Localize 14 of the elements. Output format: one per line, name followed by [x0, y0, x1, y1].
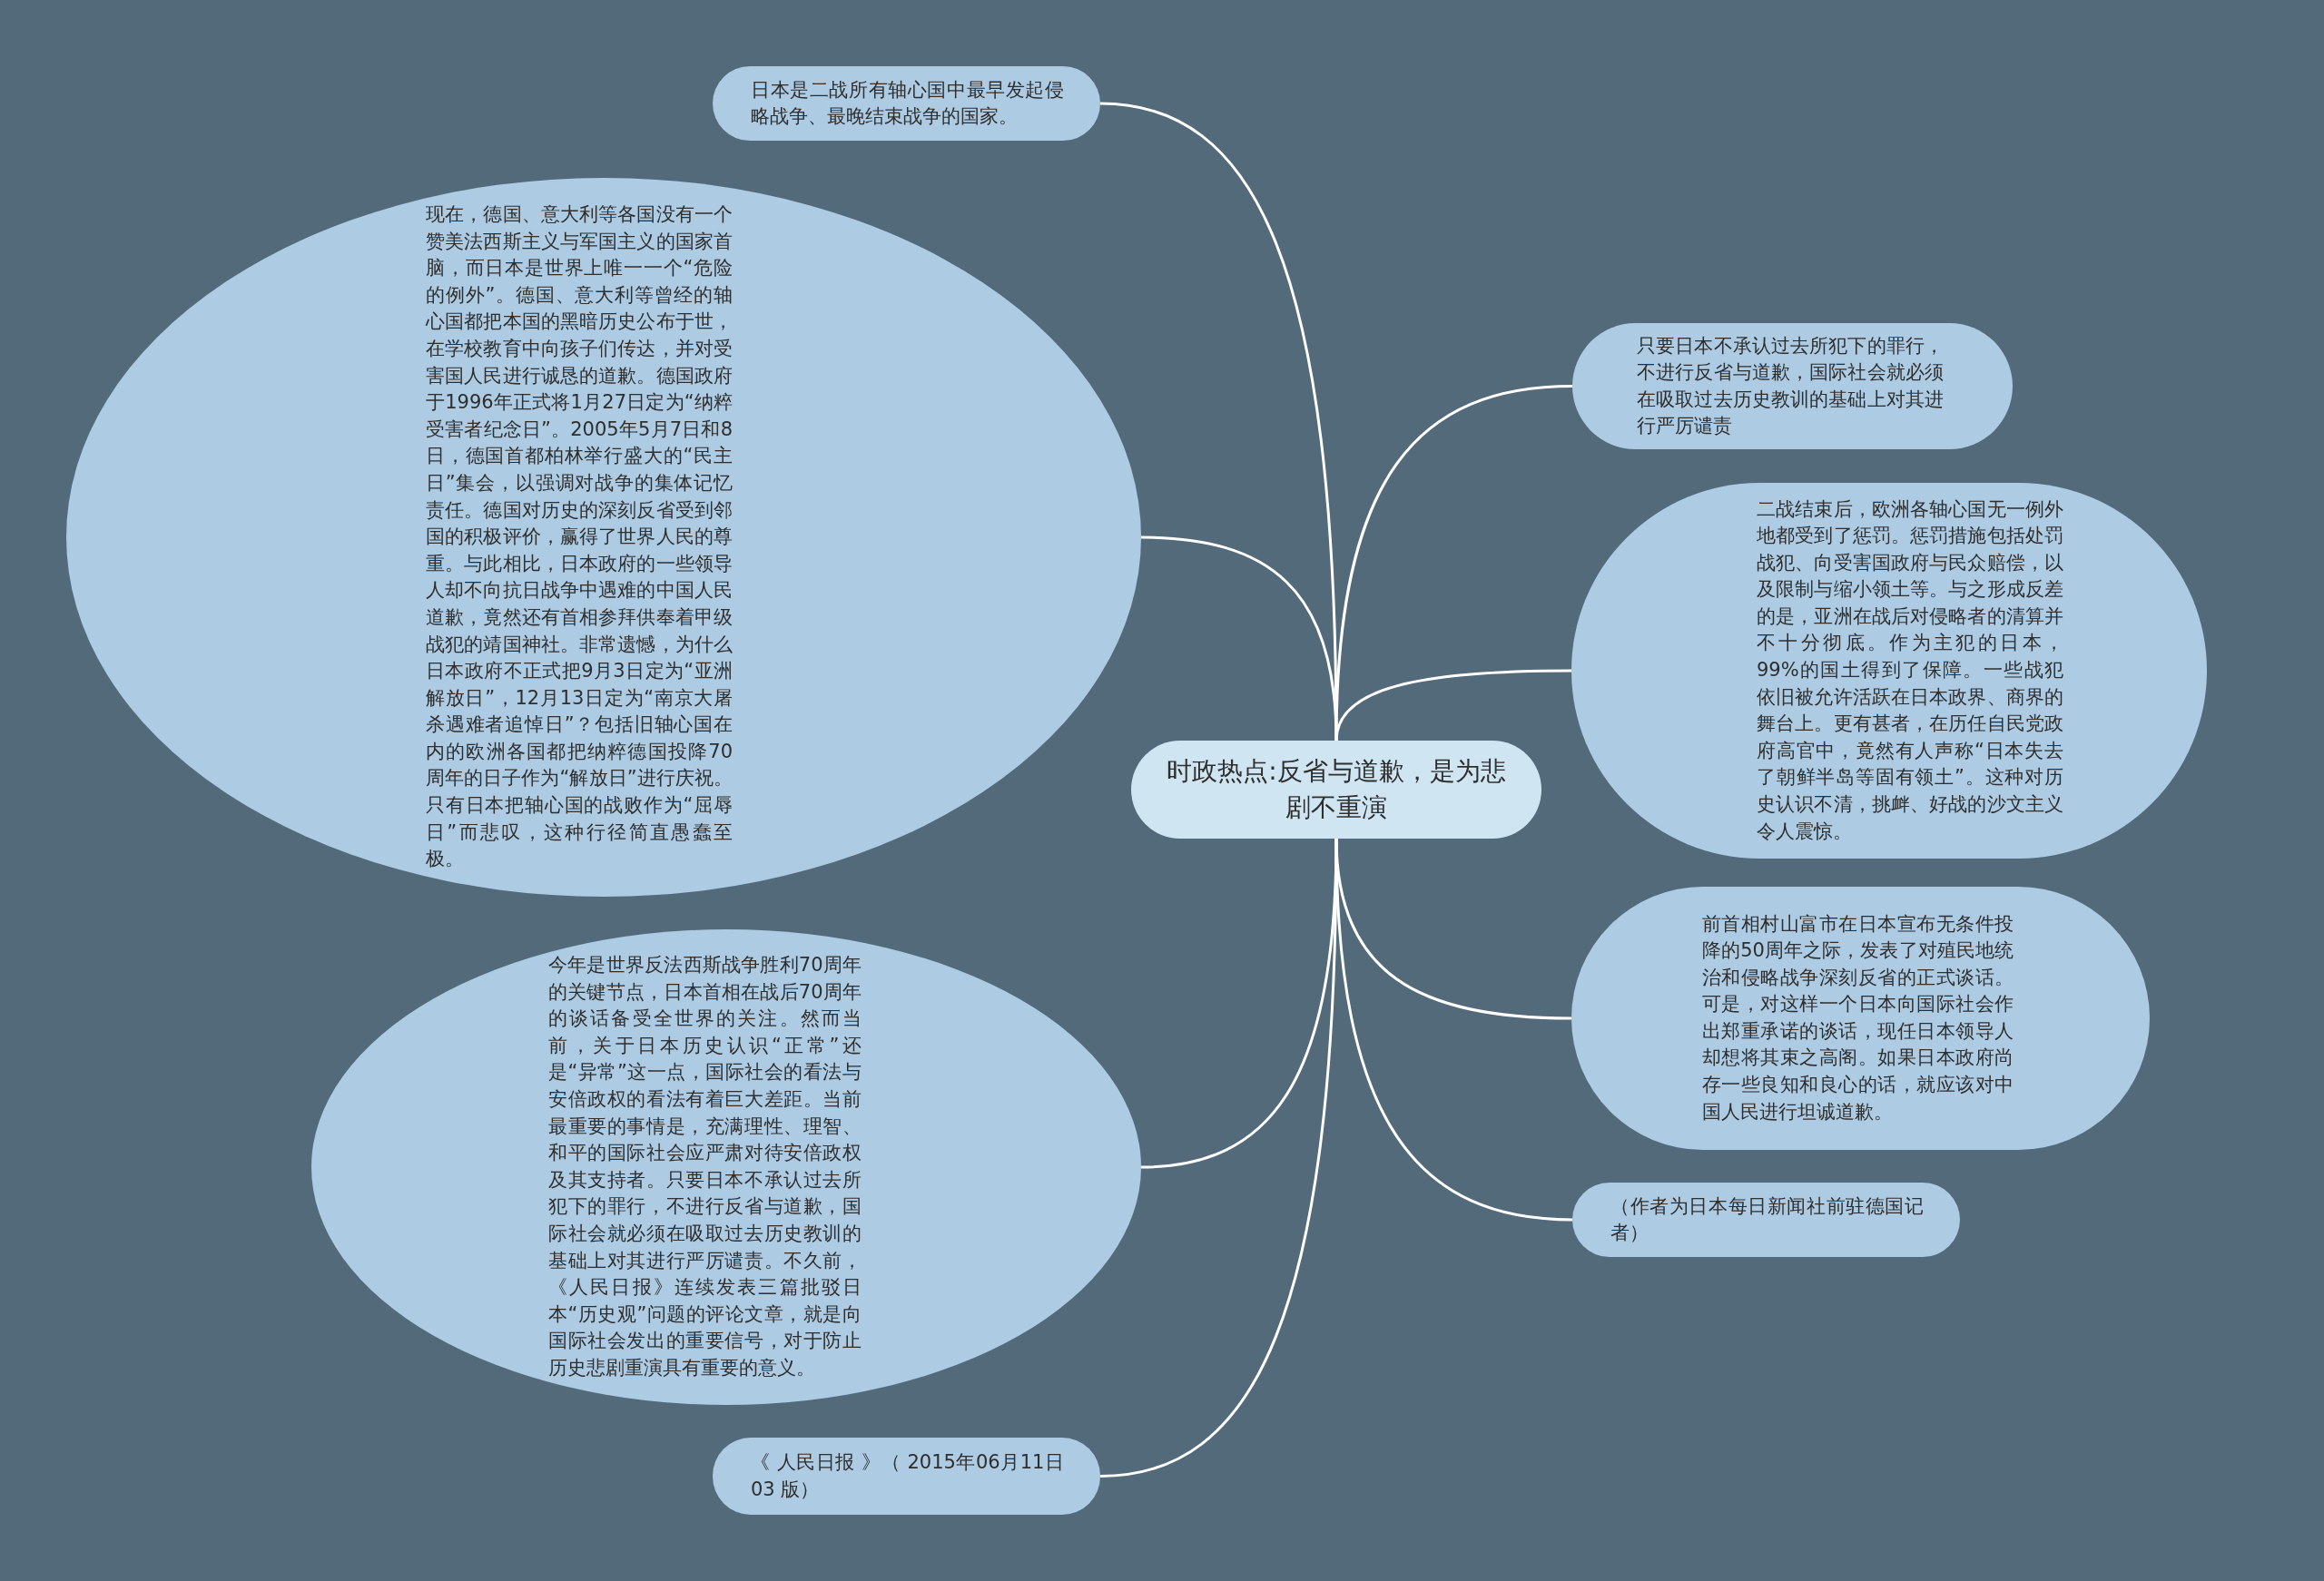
connector-line	[1140, 535, 1338, 741]
connector-line	[1334, 669, 1571, 741]
topic-text: 二战结束后，欧洲各轴心国无一例外地都受到了惩罚。惩罚措施包括处罚战犯、向受害国政府与民众赔偿，以及限制与缩小领土等。与之形成反差的是，亚洲在战后对侵略者的清算并不十分彻底。作为主犯的日本，99%的国土得到了保障。一些战犯依旧被允许活跃在日本政界、商界的舞台上。更有甚者，在历任自民党政府高官中，竟然有人声称“日本失去了朝鲜半岛等固有领土”。这种对历史认识不清，挑衅、好战的沙文主义令人震惊。	[1757, 496, 2063, 844]
connector-line	[1334, 838, 1573, 1222]
topic-text: 日本是二战所有轴心国中最早发起侵略战争、最晚结束战争的国家。	[751, 77, 1064, 130]
topic-text: 《 人民日报 》（ 2015年06月11日 03 版）	[751, 1450, 1064, 1502]
topic-text: 只要日本不承认过去所犯下的罪行，不进行反省与道歉，国际社会就必须在吸取过去历史教训的基础上对其进行严厉谴责	[1637, 333, 1944, 439]
connector-line	[1334, 385, 1573, 741]
topic-text: 现在，德国、意大利等各国没有一个赞美法西斯主义与军国主义的国家首脑，而日本是世界上唯一一个“危险的例外”。德国、意大利等曾经的轴心国都把本国的黑暗历史公布于世，在学校教育中向孩子们传达，并对受害国人民进行诚恳的道歉。德国政府于1996年正式将1月27日定为“纳粹受害者纪念日”。2005年5月7日和8日，德国首都柏林举行盛大的“民主日”集会，以强调对战争的集体记忆责任。德国对历史的深刻反省受到邻国的积极评价，赢得了世界人民的尊重。与此相比，日本政府的一些领导人却不向抗日战争中遇难的中国人民道歉，竟然还有首相参拜供奉着甲级战犯的靖国神社。非常遗憾，为什么日本政府不正式把9月3日定为“亚洲解放日”，12月13日定为“南京大屠杀遇难者追悼日”？包括旧轴心国在内的欧洲各国都把纳粹德国投降70周年的日子作为“解放日”进行庆祝。只有日本把轴心国的战败作为“屈辱日”而悲叹，这种行径简直愚蠢至极。	[426, 202, 733, 872]
topic-title: 时政热点:反省与道歉，是为悲剧不重演	[1166, 755, 1507, 824]
connector-line	[1099, 838, 1338, 1478]
topic-text: （作者为日本每日新闻社前驻德国记者）	[1610, 1193, 1924, 1246]
topic-text: 今年是世界反法西斯战争胜利70周年的关键节点，日本首相在战后70周年的谈话备受全世界的关注。然而当前，关于日本历史认识“正常”还是“异常”这一点，国际社会的看法与安倍政权的看法有着巨大差距。当前最重要的事情是，充满理性、理智、和平的国际社会应严肃对待安倍政权及其支持者。只要日本不承认过去所犯下的罪行，不进行反省与道歉，国际社会就必须在吸取过去历史教训的基础上对其进行严厉谴责。不久前，《人民日报》连续发表三篇批驳日本“历史观”问题的评论文章，就是向国际社会发出的重要信号，对于防止历史悲剧重演具有重要的意义。	[548, 953, 862, 1380]
topic-text: 前首相村山富市在日本宣布无条件投降的50周年之际，发表了对殖民地统治和侵略战争深刻反省的正式谈话。可是，对这样一个日本向国际社会作出郑重承诺的谈话，现任日本领导人却想将其束之高阁。如果日本政府尚存一些良知和良心的话，就应该对中国人民进行坦诚道歉。	[1702, 911, 2014, 1124]
